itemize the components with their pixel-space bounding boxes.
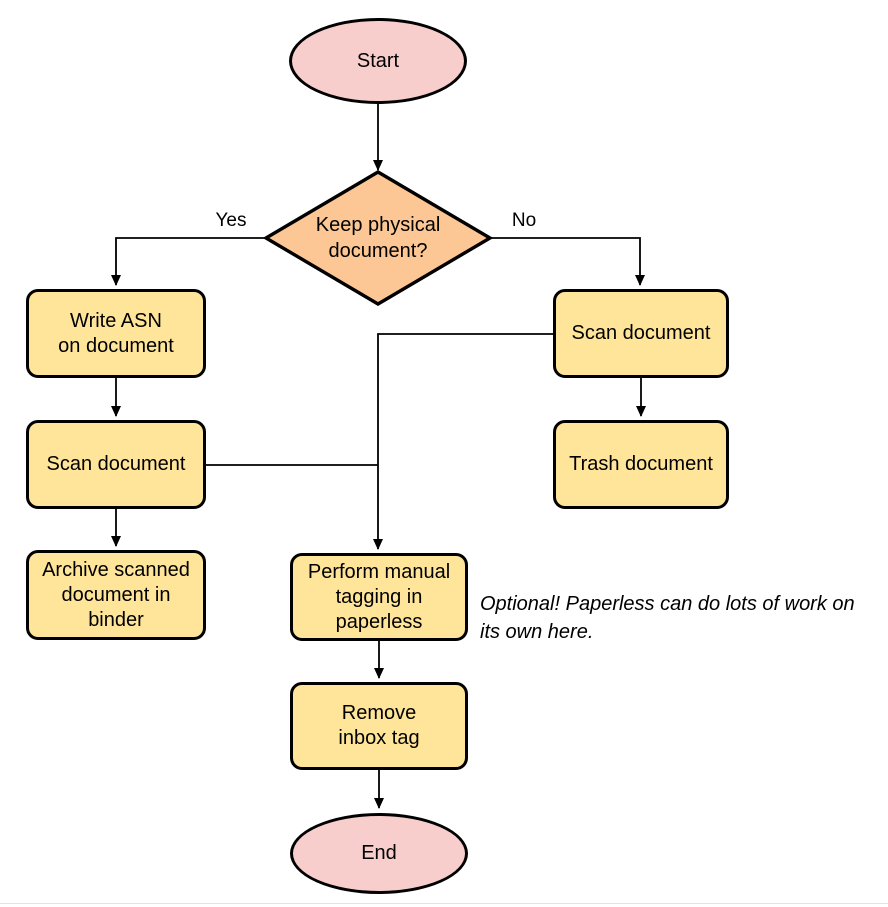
node-label: Write ASN on document — [58, 309, 174, 357]
window-bottom-edge — [0, 903, 888, 904]
node-scan-document-left[interactable]: Scan document — [26, 420, 206, 509]
node-trash-document[interactable]: Trash document — [553, 420, 729, 509]
node-label: Trash document — [569, 453, 713, 475]
edge-label-no: No — [498, 210, 550, 232]
node-write-asn[interactable]: Write ASN on document — [26, 289, 206, 378]
decision-shape[interactable] — [262, 170, 494, 306]
node-decision-label: Keep physical document? — [315, 214, 441, 262]
node-label: End — [361, 842, 397, 864]
edge-scan-right-to-tagging — [373, 333, 553, 550]
edge-label-yes: Yes — [205, 210, 257, 232]
node-label: Scan document — [571, 322, 711, 344]
node-remove-inbox-tag[interactable]: Remove inbox tag — [290, 682, 468, 770]
node-label: Perform manual tagging in paperless — [307, 560, 451, 633]
node-end[interactable]: End — [290, 813, 468, 894]
edge-decision-yes-to-write-asn — [111, 237, 264, 286]
node-label: Archive scanned document in binder — [42, 558, 190, 631]
node-manual-tagging[interactable]: Perform manual tagging in paperless — [290, 553, 468, 641]
node-label: Start — [356, 49, 400, 72]
node-scan-document-right[interactable]: Scan document — [553, 289, 729, 378]
edge-decision-no-to-scan-right — [491, 237, 645, 286]
annotation-optional-note: Optional! Paperless can do lots of work … — [480, 593, 855, 643]
node-archive-binder[interactable]: Archive scanned document in binder — [26, 550, 206, 640]
node-label: Scan document — [46, 453, 186, 475]
node-start[interactable]: Start — [289, 18, 467, 104]
node-label: Remove inbox tag — [338, 702, 420, 749]
